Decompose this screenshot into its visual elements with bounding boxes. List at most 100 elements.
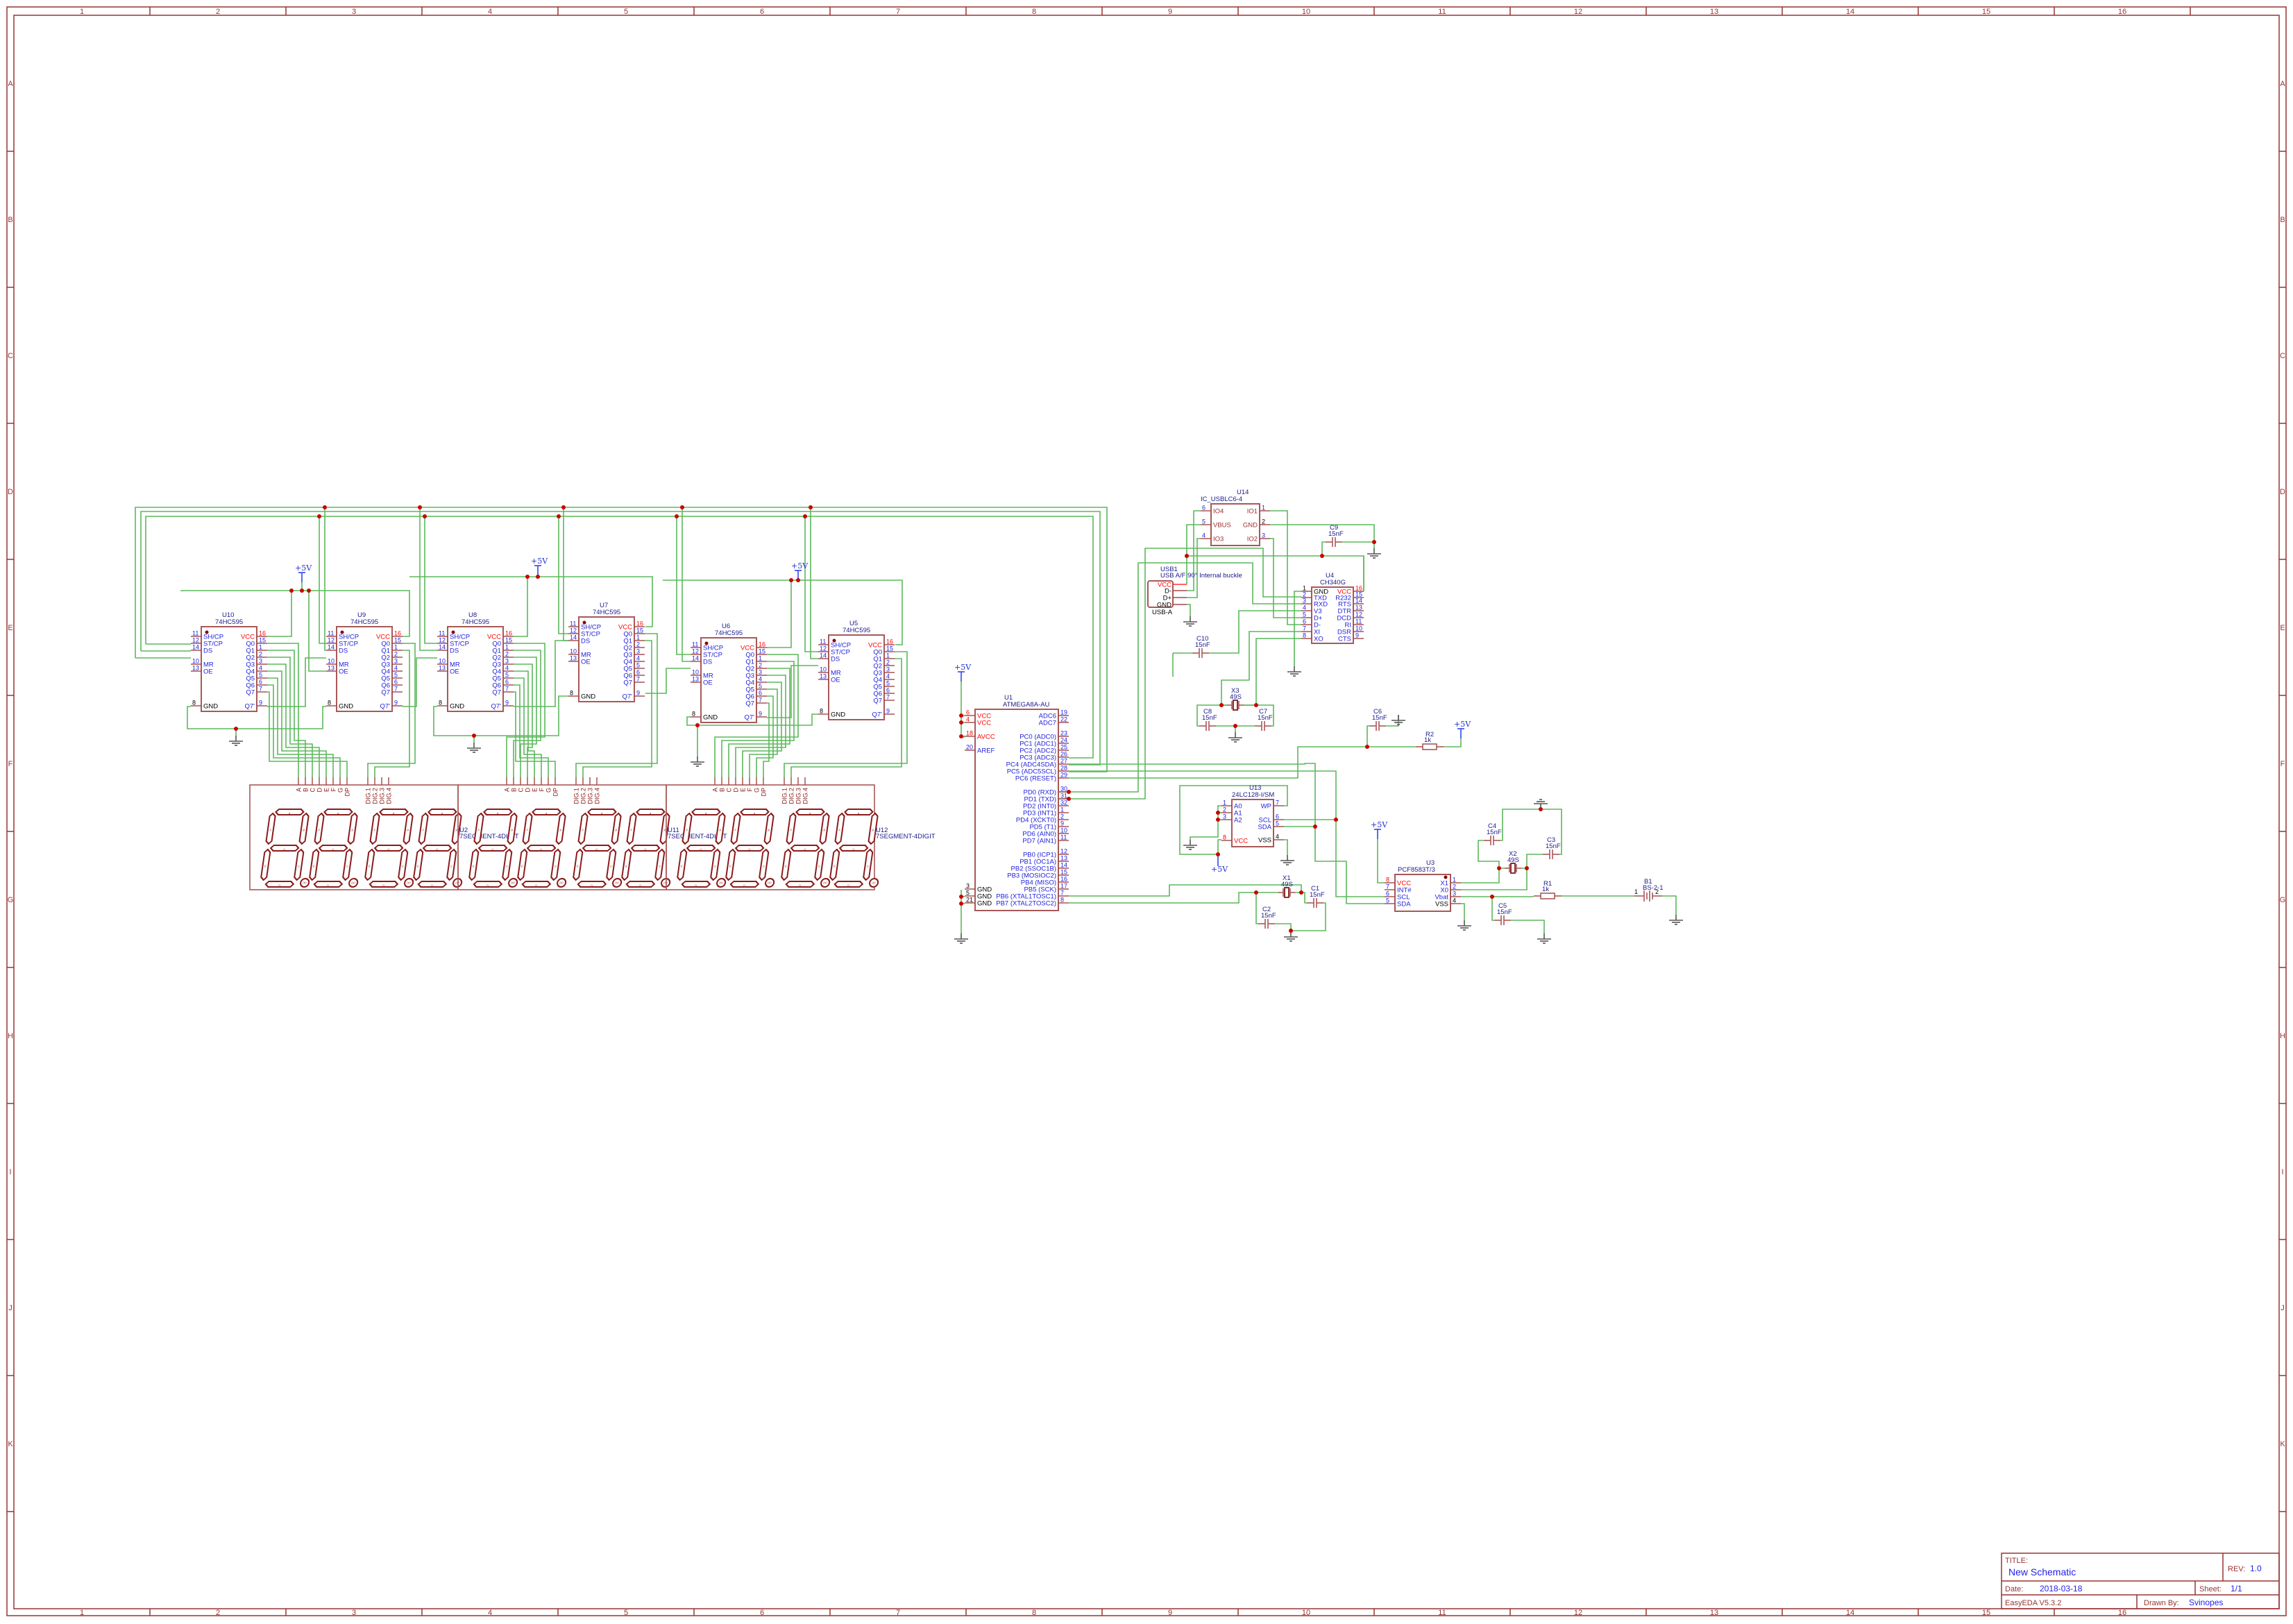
junction [1372, 540, 1376, 544]
column-label-11: 11 [1438, 8, 1446, 16]
junction [234, 727, 238, 731]
segment-a [275, 809, 305, 815]
power-label: +5V [531, 557, 548, 566]
pin-name-int-: INT# [1397, 887, 1412, 895]
junction [789, 578, 793, 582]
segment-g-label: G [748, 848, 751, 852]
column-label-12: 12 [1574, 8, 1582, 16]
segment-c [294, 848, 305, 881]
segment-c [398, 848, 409, 881]
wire [804, 516, 818, 652]
pin-name-vcc: VCC [977, 720, 991, 727]
pin-name-xo: XO [1314, 636, 1323, 643]
column-label-9: 9 [1168, 8, 1172, 16]
pin-name-xi: XI [1314, 629, 1320, 636]
pin-name-q2: Q2 [745, 666, 754, 673]
segment-b-label: B [719, 829, 722, 832]
segment-b [347, 812, 358, 845]
pin-number: 20 [966, 744, 973, 751]
wire [810, 507, 818, 659]
pin-number: 7 [505, 686, 509, 693]
pin-name-q5: Q5 [745, 686, 754, 694]
pin-name-pd2-int0-: PD2 (INT0) [1023, 803, 1056, 811]
segment-dp-label: DP [511, 881, 516, 885]
segment-d-label: D [847, 884, 850, 888]
pin-name-q5: Q5 [246, 675, 255, 683]
segment-dp [508, 878, 518, 888]
segment-f [682, 812, 693, 845]
ground-icon [1537, 933, 1551, 944]
pin-number: 5 [636, 662, 640, 669]
wire [575, 633, 658, 777]
column-label-6-bottom: 6 [760, 1609, 764, 1617]
row-label-H-right: H [2280, 1032, 2285, 1040]
junction [317, 514, 321, 518]
pin-number: 12 [192, 637, 199, 644]
segment-d [313, 881, 344, 888]
pin-name-q7-: Q7' [380, 703, 391, 711]
pin-number: 1 [759, 655, 762, 662]
wire [308, 591, 326, 672]
wire [728, 668, 790, 777]
display-pin-label-c: C [310, 788, 316, 793]
pin-number: 5 [505, 672, 509, 679]
pin-name-q7: Q7 [492, 689, 501, 697]
column-label-5: 5 [624, 8, 628, 16]
pin-number: 12 [439, 637, 446, 644]
pin-name-pb2-ssoc1b-: PB2 (SSOC1B) [1011, 865, 1056, 873]
pin-number: 4 [1276, 834, 1279, 840]
designator: C7 [1259, 708, 1267, 716]
ground-icon [229, 736, 243, 746]
wire [1069, 770, 1385, 897]
segment-d-label: D [535, 884, 538, 888]
display-pin-label-dig-3: DIG.3 [795, 788, 802, 804]
wire [267, 684, 341, 777]
pin-name-q0: Q0 [873, 649, 882, 657]
segment-a-label: A [441, 812, 443, 815]
pin-number: 14 [820, 652, 827, 659]
pin-number: 3 [505, 658, 509, 665]
pin-number: 14 [570, 634, 577, 641]
segment-g-label: G [700, 848, 702, 852]
junction [418, 505, 422, 509]
value: 15nF [1258, 714, 1273, 722]
pin-number: 30 [1060, 786, 1067, 793]
wire [433, 706, 475, 743]
pin-name-q3: Q3 [492, 661, 501, 669]
segment-d [369, 881, 399, 888]
pin-number: 16 [1060, 876, 1067, 883]
ic-designator: U10 [222, 611, 234, 619]
segment-d-label: D [695, 884, 697, 888]
pin-name-scl: SCL [1259, 817, 1271, 824]
pin-number: 5 [259, 672, 262, 679]
junction [300, 589, 304, 593]
ic-designator: U1 [1004, 694, 1013, 702]
pin-number: 8 [1303, 632, 1306, 639]
value: 15nF [1202, 714, 1217, 722]
ic-body [578, 616, 635, 702]
pin-number: 9 [1060, 820, 1064, 827]
segment-f-label: F [318, 829, 321, 832]
segment-a [691, 809, 721, 815]
junction [959, 895, 963, 899]
segment-a [379, 809, 409, 815]
wire [1491, 897, 1494, 921]
ic-part-number: ATMEGA8A-AU [1003, 701, 1050, 709]
segment-f-label: F [582, 829, 584, 832]
segment-b [298, 812, 310, 845]
ic-designator: U9 [357, 611, 366, 619]
pin-name-pb3-mosioc2-: PB3 (MOSIOC2) [1007, 872, 1056, 880]
display-pin-label-dig-3: DIG.3 [587, 788, 594, 804]
segment-dp-label: DP [823, 881, 828, 885]
segment-dp [612, 878, 623, 888]
pin-number: 4 [394, 665, 398, 672]
wire [267, 650, 306, 777]
wire [1069, 763, 1385, 904]
pin-name-gnd: GND [581, 693, 595, 701]
pin-name-gnd: GND [977, 893, 992, 901]
